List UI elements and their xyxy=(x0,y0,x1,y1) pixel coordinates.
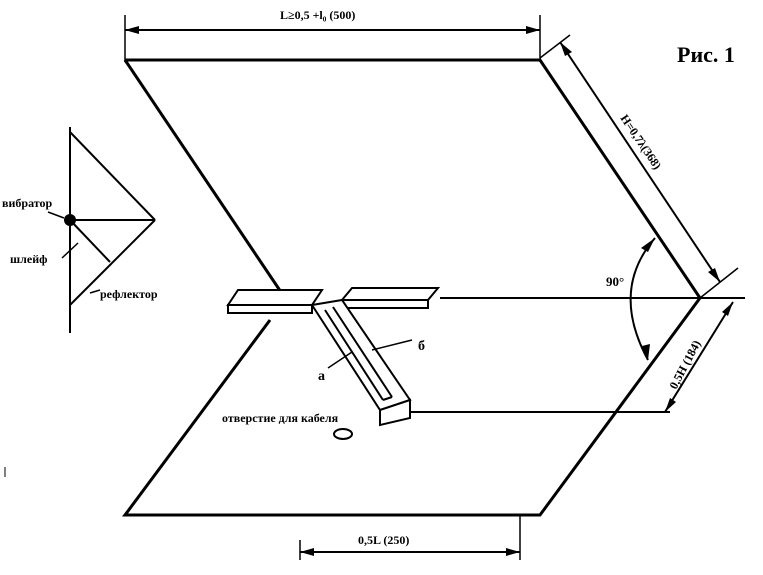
cable-hole: отверстие для кабеля xyxy=(222,411,353,440)
cable-hole-label: отверстие для кабеля xyxy=(222,411,339,425)
loop-label: шлейф xyxy=(10,252,47,266)
vibrator-dot xyxy=(64,214,76,226)
lower-reflector-plane xyxy=(122,297,702,517)
reflector-label: рефлектор xyxy=(100,287,158,301)
part-b-label: б xyxy=(418,339,425,354)
bottom-width-label: 0,5L (250) xyxy=(358,533,409,547)
vibrator-label: вибратор xyxy=(2,196,52,210)
offset-dimension: 0,5H (184) xyxy=(664,301,734,413)
bottom-width-dimension: 0,5L (250) xyxy=(299,515,521,560)
vibrator-assembly xyxy=(226,287,441,427)
side-view-inset: вибратор шлейф рефлектор xyxy=(2,127,158,333)
side-height-dimension: H=0,7λ(368) xyxy=(539,34,739,299)
part-a-callout: а xyxy=(318,351,353,384)
part-b-callout: б xyxy=(371,339,425,354)
angle-indicator: 90° xyxy=(606,237,656,361)
top-width-dimension: L≥0,5 +l₀ (500) xyxy=(124,8,541,62)
figure-label: Рис. 1 xyxy=(677,42,735,67)
part-a-label: а xyxy=(318,369,325,384)
offset-label: 0,5H (184) xyxy=(666,338,703,392)
angle-label: 90° xyxy=(606,274,624,289)
top-width-label: L≥0,5 +l₀ (500) xyxy=(280,8,355,22)
